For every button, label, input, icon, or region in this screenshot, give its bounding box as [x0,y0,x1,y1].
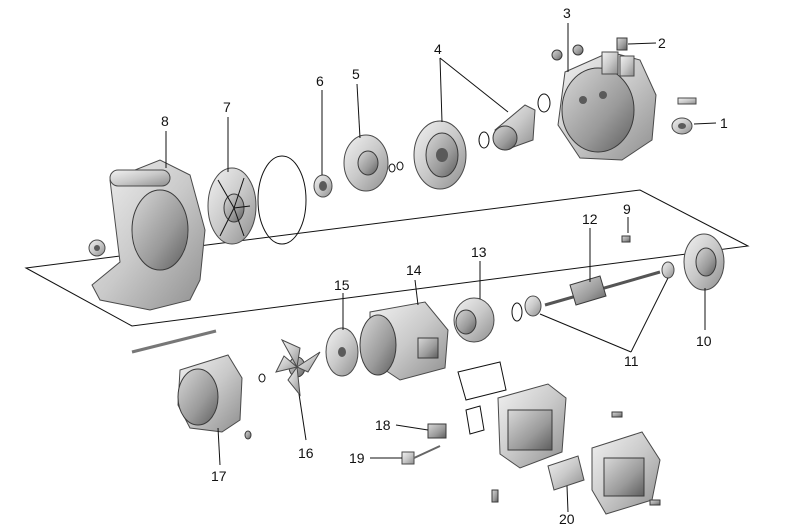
terminal-cover [591,431,661,515]
part-16-cooling-fan [258,338,321,397]
part-6-seal [313,174,333,198]
part-15-end-shield [325,327,359,377]
part-19-cable-gland [401,445,441,465]
part-11-bearings [511,261,675,322]
part-17-fan-cover [177,354,252,440]
label-part-1: 1 [720,115,728,131]
part-1-cap-nut [671,97,697,135]
part-20-capacitor [547,455,585,491]
label-part-11: 11 [624,353,639,369]
part-2-plug [616,37,628,51]
label-part-15: 15 [334,277,350,293]
part-10-end-cap [683,233,725,291]
label-part-3: 3 [563,5,571,21]
label-part-16: 16 [298,445,314,461]
label-part-5: 5 [352,66,360,82]
label-part-2: 2 [658,35,666,51]
label-part-6: 6 [316,73,324,89]
label-part-10: 10 [696,333,712,349]
label-part-8: 8 [161,113,169,129]
label-part-7: 7 [223,99,231,115]
part-14-motor-frame [359,301,449,381]
part-7-fan-plate [207,167,257,245]
label-part-4: 4 [434,41,442,57]
part-12-rotor [544,270,661,307]
part-8-pump-body [88,159,206,311]
label-part-12: 12 [582,211,598,227]
part-13-stator-ring [453,297,495,343]
part-3-pump-housing [551,44,657,161]
leader-lines [165,23,717,513]
label-part-19: 19 [349,450,365,466]
part-9-key [621,235,631,243]
label-part-13: 13 [471,244,487,260]
part-5-impeller [343,134,404,192]
label-part-9: 9 [623,201,631,217]
o-ring [257,155,307,245]
screw [611,411,623,418]
part-4-diffuser [413,93,551,190]
label-part-20: 20 [559,511,575,526]
part-labels: 1 2 3 4 5 6 7 8 9 10 11 12 13 14 15 16 1… [161,5,728,526]
label-part-17: 17 [211,468,227,484]
tie-rod [131,329,217,354]
label-part-18: 18 [375,417,391,433]
label-part-14: 14 [406,262,422,278]
part-18-switch [427,423,447,439]
screw [491,489,499,503]
upper-assembly-frame [24,189,750,327]
screw [649,499,661,506]
terminal-box [457,361,567,469]
